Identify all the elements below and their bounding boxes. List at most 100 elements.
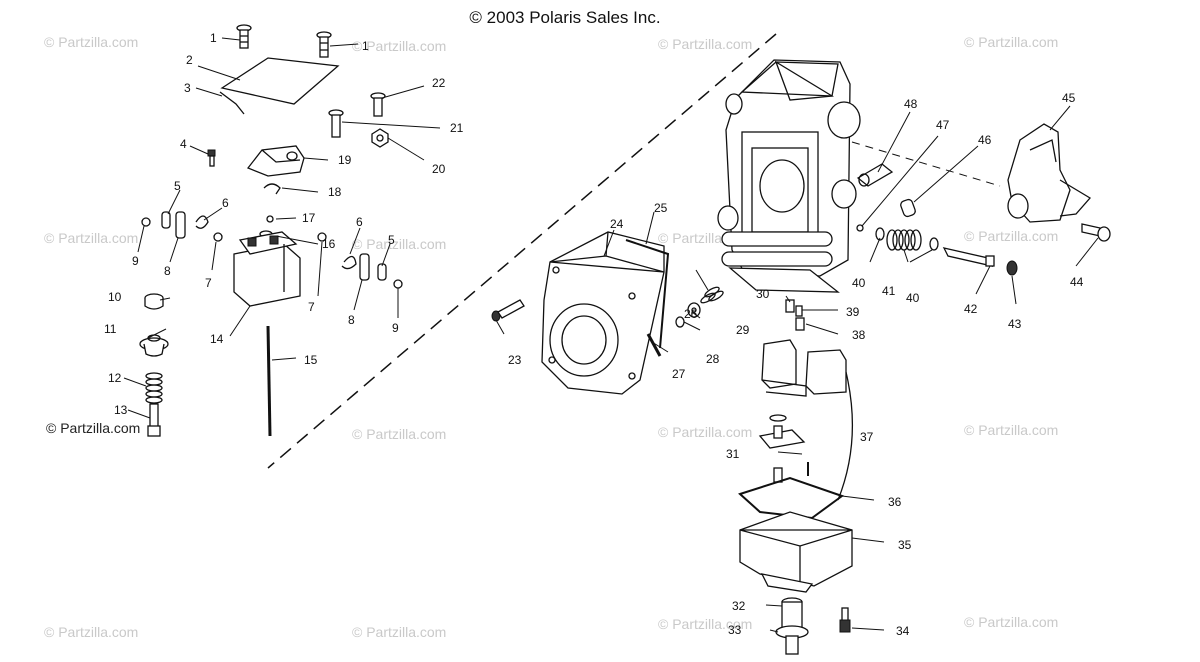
callout-label: 24 bbox=[610, 217, 624, 231]
callout-label: 17 bbox=[302, 211, 316, 225]
callout-labels: 1 1 2 3 4 5 5 6 6 7 7 8 8 9 9 10 11 12 1… bbox=[104, 31, 1084, 638]
watermark: © Partzilla.com bbox=[964, 228, 1059, 244]
screw-part bbox=[207, 149, 216, 167]
spring-part bbox=[1006, 260, 1018, 276]
watermark: © Partzilla.com bbox=[44, 34, 139, 50]
seal-part bbox=[139, 334, 169, 357]
callout-label: 2 bbox=[186, 53, 193, 67]
callout-label: 10 bbox=[108, 290, 122, 304]
nut-part bbox=[371, 128, 389, 148]
callout-label: 9 bbox=[392, 321, 399, 335]
callout-label: 27 bbox=[672, 367, 686, 381]
screw-part bbox=[316, 31, 332, 58]
watermark: © Partzilla.com bbox=[658, 36, 753, 52]
float-part bbox=[761, 339, 847, 397]
carburetor-body-part bbox=[717, 59, 861, 293]
callout-label: 46 bbox=[978, 133, 992, 147]
callout-label: 9 bbox=[132, 254, 139, 268]
washer-part bbox=[675, 316, 685, 328]
spring-part bbox=[886, 229, 922, 251]
gasket-part bbox=[625, 239, 670, 349]
watermark: © Partzilla.com bbox=[352, 624, 447, 640]
watermark: © Partzilla.com bbox=[964, 614, 1059, 630]
watermark: © Partzilla.com bbox=[352, 38, 447, 54]
callout-label: 18 bbox=[328, 185, 342, 199]
callout-label: 36 bbox=[888, 495, 902, 509]
bracket-line bbox=[837, 371, 854, 501]
callout-label: 16 bbox=[322, 237, 336, 251]
callout-label: 47 bbox=[936, 118, 950, 132]
callout-label: 12 bbox=[108, 371, 122, 385]
callout-label: 3 bbox=[184, 81, 191, 95]
callout-label: 5 bbox=[174, 179, 181, 193]
callout-label: 7 bbox=[308, 300, 315, 314]
pin-part bbox=[646, 333, 662, 357]
screw-part bbox=[236, 24, 252, 49]
oring-part bbox=[856, 224, 864, 232]
watermark: © Partzilla.com bbox=[352, 426, 447, 442]
watermark: © Partzilla.com bbox=[44, 624, 139, 640]
watermark: © Partzilla.com bbox=[964, 422, 1059, 438]
callout-label: 41 bbox=[882, 284, 896, 298]
callout-label: 11 bbox=[104, 322, 117, 336]
callout-label: 31 bbox=[726, 447, 740, 461]
screw-part bbox=[491, 299, 525, 322]
callout-label: 40 bbox=[906, 291, 920, 305]
callout-label: 7 bbox=[205, 276, 212, 290]
float-bowl-gasket-part bbox=[738, 476, 845, 520]
screw-part bbox=[328, 109, 344, 138]
callout-label: 48 bbox=[904, 97, 918, 111]
callout-label: 37 bbox=[860, 430, 874, 444]
screw-part bbox=[839, 607, 851, 633]
float-pin-part bbox=[758, 414, 806, 449]
watermark: © Partzilla.com bbox=[658, 424, 753, 440]
screw-part bbox=[1081, 223, 1111, 242]
callout-label: 6 bbox=[222, 196, 229, 210]
callout-label: 5 bbox=[388, 233, 395, 247]
watermark: © Partzilla.com bbox=[44, 230, 139, 246]
cover-plate-part bbox=[220, 57, 340, 105]
callout-label: 22 bbox=[432, 76, 446, 90]
leader-lines bbox=[123, 37, 1099, 633]
clip-part bbox=[263, 183, 281, 195]
washer-part bbox=[687, 302, 701, 318]
gasket-part bbox=[219, 91, 245, 115]
callout-label: 33 bbox=[728, 623, 742, 637]
screw-part bbox=[370, 92, 386, 117]
callout-label: 1 bbox=[210, 31, 217, 45]
float-bowl-part bbox=[739, 511, 853, 593]
callout-label: 42 bbox=[964, 302, 978, 316]
callout-label: 44 bbox=[1070, 275, 1084, 289]
callout-label: 21 bbox=[450, 121, 464, 135]
callout-label: 13 bbox=[114, 403, 128, 417]
callout-label: 8 bbox=[348, 313, 355, 327]
callout-label: 15 bbox=[304, 353, 318, 367]
callout-label: 38 bbox=[852, 328, 866, 342]
callout-label: 25 bbox=[654, 201, 668, 215]
separator-dashed-line bbox=[267, 33, 777, 469]
callout-label: 20 bbox=[432, 162, 446, 176]
drain-plug-part bbox=[775, 597, 809, 655]
callout-label: 35 bbox=[898, 538, 912, 552]
callout-label: 6 bbox=[356, 215, 363, 229]
throttle-slide-part bbox=[233, 231, 301, 307]
callout-label: 28 bbox=[706, 352, 720, 366]
callout-label: 4 bbox=[180, 137, 187, 151]
callout-label: 8 bbox=[164, 264, 171, 278]
watermark: © Partzilla.com bbox=[964, 34, 1059, 50]
callout-label: 40 bbox=[852, 276, 866, 290]
small-parts-left bbox=[141, 211, 403, 289]
callout-label: 45 bbox=[1062, 91, 1076, 105]
callout-label: 32 bbox=[732, 599, 746, 613]
copyright-notice: © 2003 Polaris Sales Inc. bbox=[469, 8, 661, 27]
cap-part bbox=[144, 293, 164, 310]
callout-label: 1 bbox=[362, 39, 369, 53]
callout-label: 14 bbox=[210, 332, 224, 346]
washer-part bbox=[929, 237, 939, 251]
intake-body-part bbox=[541, 231, 665, 395]
spring-part bbox=[145, 372, 163, 404]
needle-valve-part bbox=[856, 163, 894, 187]
cap-part bbox=[900, 198, 916, 218]
